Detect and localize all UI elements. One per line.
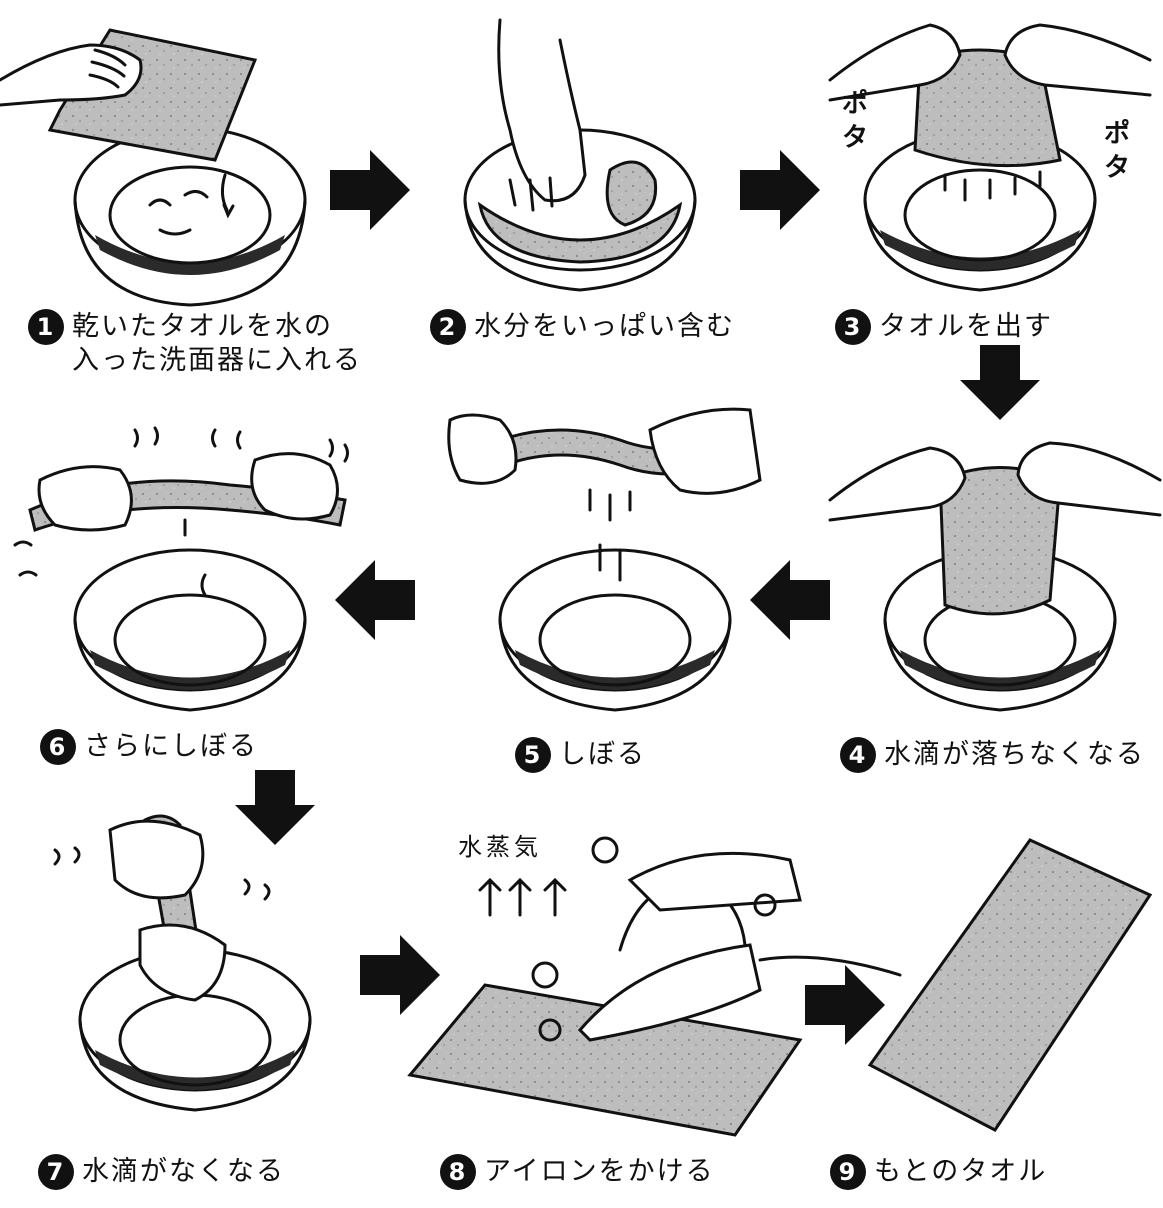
- hand-1: [0, 45, 141, 105]
- step-text-2: 水分をいっぱい含む: [474, 310, 735, 344]
- hand-2: [499, 20, 585, 210]
- step-number-3: 3: [835, 309, 871, 345]
- bowl-5: [500, 550, 730, 710]
- steam-label: 水蒸気: [458, 833, 542, 861]
- step-text-7: 水滴がなくなる: [82, 1155, 285, 1189]
- step-number-5: 5: [515, 737, 551, 773]
- step-number-6: 6: [40, 729, 76, 765]
- step-text-5: しぼる: [559, 738, 646, 772]
- original-towel-9: [870, 840, 1150, 1130]
- caption-step-1: 1 乾いたタオルを水の 入った洗面器に入れる: [28, 310, 362, 378]
- sfx-drip-right-1: ポ: [1104, 118, 1130, 149]
- caption-step-6: 6 さらにしぼる: [40, 730, 258, 765]
- panel-2-illustration: [465, 20, 695, 290]
- panel-3-illustration: ポ タ ポ タ: [830, 25, 1150, 290]
- caption-step-3: 3 タオルを出す: [835, 310, 1053, 345]
- caption-step-8: 8 アイロンをかける: [440, 1155, 715, 1190]
- arrow-7-to-8: [360, 935, 440, 1015]
- sfx-drip-right-2: タ: [1104, 153, 1130, 183]
- bowl-6: [75, 550, 305, 710]
- panel-8-illustration: 水蒸気: [410, 833, 900, 1135]
- caption-step-5: 5 しぼる: [515, 738, 646, 773]
- arrow-2-to-3: [740, 150, 820, 230]
- step-number-9: 9: [830, 1154, 866, 1190]
- step-text-4: 水滴が落ちなくなる: [884, 738, 1145, 772]
- panel-9-illustration: [870, 840, 1150, 1130]
- caption-step-7: 7 水滴がなくなる: [38, 1155, 285, 1190]
- sfx-drip-left-2: タ: [842, 123, 868, 153]
- caption-step-4: 4 水滴が落ちなくなる: [840, 738, 1145, 773]
- step-text-6: さらにしぼる: [84, 730, 258, 764]
- caption-step-2: 2 水分をいっぱい含む: [430, 310, 735, 345]
- step-text-3: タオルを出す: [879, 310, 1053, 344]
- step-number-2: 2: [430, 309, 466, 345]
- step-text-8: アイロンをかける: [484, 1155, 715, 1189]
- step-text-1: 乾いたタオルを水の 入った洗面器に入れる: [72, 310, 362, 378]
- arrow-8-to-9: [805, 965, 885, 1045]
- step-number-8: 8: [440, 1154, 476, 1190]
- panel-1-illustration: [0, 30, 305, 305]
- step-text-9: もとのタオル: [874, 1155, 1047, 1189]
- step-number-1: 1: [28, 309, 64, 345]
- panel-5-illustration: [449, 409, 760, 710]
- arrow-5-to-6: [335, 560, 415, 640]
- step-number-7: 7: [38, 1154, 74, 1190]
- panel-4-illustration: [830, 443, 1160, 710]
- panel-6-illustration: [15, 428, 348, 710]
- caption-step-9: 9 もとのタオル: [830, 1155, 1047, 1190]
- arrow-6-to-7: [235, 770, 315, 845]
- arrow-4-to-5: [750, 560, 830, 640]
- arrow-1-to-2: [330, 150, 410, 230]
- step-number-4: 4: [840, 737, 876, 773]
- panel-7-illustration: [55, 816, 310, 1110]
- sfx-drip-left-1: ポ: [842, 88, 868, 119]
- arrow-3-to-4: [960, 345, 1040, 420]
